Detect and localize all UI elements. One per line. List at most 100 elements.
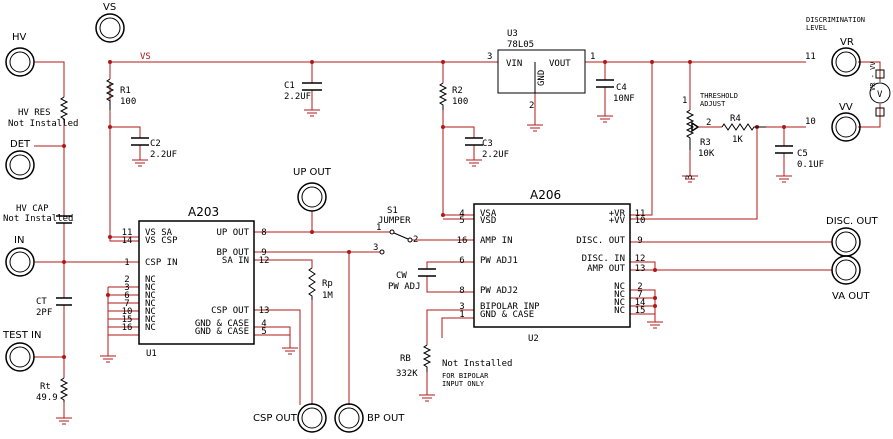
label-vs: VS (103, 2, 116, 13)
connector-disc-out (831, 227, 861, 257)
a206-left-pin-num: 5 (459, 216, 464, 226)
capacitor-c4 (596, 79, 614, 88)
label-up-out: UP OUT (293, 167, 332, 178)
meter-label: VR - VV (869, 61, 877, 91)
ct-value: 2PF (36, 308, 52, 318)
connector-vs (95, 13, 125, 43)
a206-right-pin-name: +VV (609, 216, 626, 226)
a206-title: A206 (530, 188, 561, 202)
a203-right-pin-num: 5 (261, 327, 266, 337)
a206-right-pin-num: 13 (635, 264, 646, 274)
r4-value: 1K (732, 135, 743, 145)
jumper-s1 (379, 229, 413, 255)
vr-line-pin: 11 (805, 52, 816, 62)
a203-left-pin-name: NC (145, 315, 156, 325)
a206-right-pin-name: AMP OUT (587, 264, 626, 274)
a206-right-pin-name: DISC. IN (582, 254, 625, 264)
r3-pin-2: 2 (706, 118, 711, 128)
ic-a203 (138, 220, 255, 345)
u3-ref: U3 (507, 29, 518, 39)
capacitor-c2 (131, 137, 149, 146)
a206-right-pin-name: NC (614, 306, 625, 316)
discrimination-line2: LEVEL (806, 24, 827, 32)
r4-ref: R4 (730, 114, 741, 124)
a203-left-pin-name: VS SA (145, 228, 173, 238)
rb-note: Not Installed (442, 359, 512, 369)
a203-title: A203 (188, 205, 219, 219)
a206-left-pin-num: 3 (459, 302, 464, 312)
r1-value: 100 (120, 97, 136, 107)
rp-ref: Rp (322, 279, 333, 289)
a203-right-pin-name: UP OUT (216, 228, 249, 238)
a203-left-pin-num: 16 (122, 323, 133, 333)
rb-note2: FOR BIPOLAR (442, 372, 489, 380)
u3-vout: VOUT (549, 59, 571, 69)
rb-note3: INPUT ONLY (442, 380, 485, 388)
a203-left-pin-name: NC (145, 307, 156, 317)
cw-ref: CW (396, 271, 407, 281)
a206-left-pin-num: 8 (459, 286, 464, 296)
rb-value: 332K (396, 369, 418, 379)
r1-ref: R1 (120, 86, 131, 96)
a203-left-pin-name: CSP IN (145, 258, 178, 268)
a206-right-pin-name: NC (614, 298, 625, 308)
a206-left-pin-name: BIPOLAR INP (480, 302, 540, 312)
a206-left-pin-name: AMP IN (480, 236, 513, 246)
connector-va-out (831, 255, 861, 285)
capacitor-c3 (465, 137, 483, 146)
a203-right-pin-name: GND & CASE (195, 327, 249, 337)
a203-right-pin-num: 12 (259, 256, 270, 266)
a203-left-pin-num: 7 (124, 299, 129, 309)
a203-right-pin-name: BP OUT (216, 248, 249, 258)
threshold-line2: ADJUST (700, 100, 726, 108)
s1-ref: S1 (387, 206, 398, 216)
connector-in (5, 247, 35, 277)
a203-right-pin-name: CSP OUT (211, 306, 250, 316)
capacitor-cw (418, 268, 436, 277)
connector-bp-out (334, 403, 364, 433)
u3-gnd: GND (537, 70, 547, 86)
a206-right-pin-name: NC (614, 290, 625, 300)
c2-value: 2.2UF (150, 150, 177, 160)
a203-left-pin-name: NC (145, 291, 156, 301)
resistor-r1 (105, 78, 115, 110)
resistor-rb (422, 344, 432, 372)
a203-left-pin-num: 6 (124, 291, 129, 301)
a206-right-pin-num: 11 (635, 209, 646, 219)
resistor-rp (308, 267, 316, 300)
u3-pin-in: 3 (487, 52, 492, 62)
discrimination-line1: DISCRIMINATION (806, 16, 865, 24)
label-in: IN (14, 235, 24, 246)
wires (34, 61, 881, 418)
ic-a206 (473, 203, 631, 328)
c3-value: 2.2UF (482, 150, 509, 160)
a203-ref: U1 (146, 349, 157, 359)
r2-value: 100 (452, 97, 468, 107)
label-vr: VR (840, 37, 854, 48)
a203-right-pin-name: GND & CASE (195, 319, 249, 329)
a203-left-pin-num: 15 (122, 315, 133, 325)
a206-right-pin-name: +VR (609, 209, 626, 219)
capacitor-hv-cap (56, 215, 72, 224)
r3-ref: R3 (700, 138, 711, 148)
a203-left-pin-name: NC (145, 299, 156, 309)
a206-left-pin-num: 6 (459, 256, 464, 266)
a206-left-pin-name: PW ADJ1 (480, 256, 518, 266)
r2-ref: R2 (452, 86, 463, 96)
a203-left-pin-name: VS CSP (145, 236, 178, 246)
a203-right-pin-num: 4 (261, 319, 266, 329)
a203-left-pin-num: 2 (124, 275, 129, 285)
a203-left-pin-name: NC (145, 275, 156, 285)
a203-left-pin-num: 10 (122, 307, 133, 317)
resistor-r4 (721, 123, 766, 131)
connector-vr (831, 47, 861, 77)
rt-ref: Rt (40, 382, 51, 392)
a203-left-pin-num: 14 (122, 236, 133, 246)
connector-csp-out (297, 403, 327, 433)
a206-right-pin-num: 7 (637, 290, 642, 300)
regulator-u3 (497, 49, 586, 94)
resistor-hv-res (59, 96, 69, 123)
